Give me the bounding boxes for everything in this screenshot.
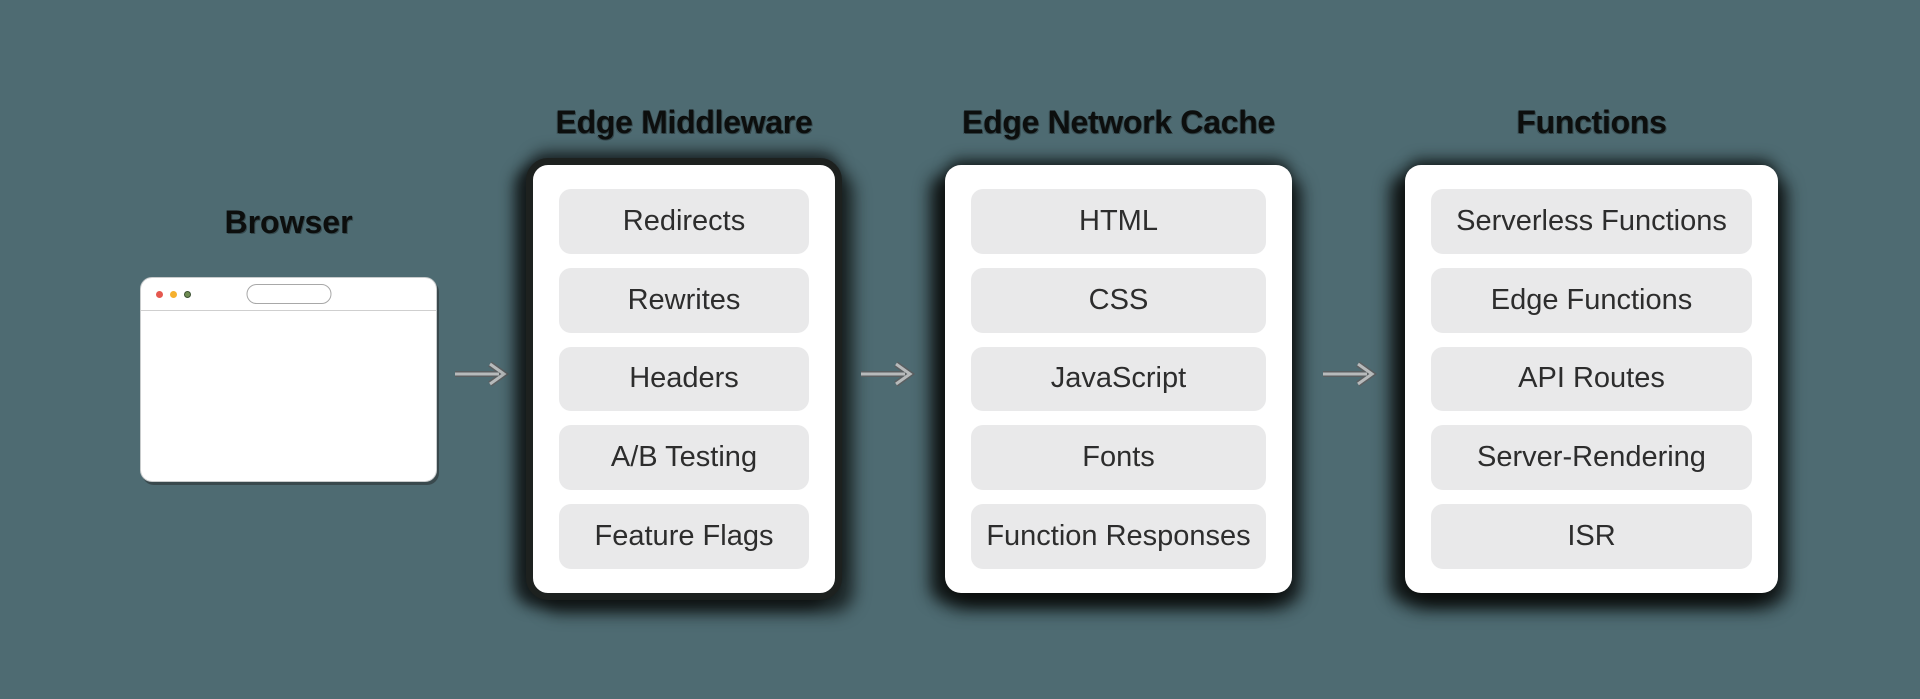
edge-network-cache-card: HTML CSS JavaScript Fonts Function Respo… bbox=[945, 165, 1292, 593]
list-item: Edge Functions bbox=[1431, 267, 1752, 333]
list-item: API Routes bbox=[1431, 346, 1752, 412]
list-item: JavaScript bbox=[971, 346, 1266, 412]
list-item: Serverless Functions bbox=[1431, 189, 1752, 254]
edge-middleware-card: Redirects Rewrites Headers A/B Testing F… bbox=[526, 158, 842, 600]
column-edge-network-cache: Edge Network Cache HTML CSS JavaScript F… bbox=[945, 104, 1292, 593]
traffic-light-close-icon bbox=[156, 290, 163, 298]
traffic-light-minimize-icon bbox=[170, 290, 177, 298]
list-item: Server-Rendering bbox=[1431, 425, 1752, 491]
column-title: Edge Middleware bbox=[555, 104, 813, 140]
column-title: Edge Network Cache bbox=[962, 104, 1275, 140]
browser-viewport bbox=[141, 311, 436, 481]
column-edge-middleware: Edge Middleware Redirects Rewrites Heade… bbox=[526, 104, 842, 600]
functions-card: Serverless Functions Edge Functions API … bbox=[1405, 165, 1778, 593]
list-item: Fonts bbox=[971, 425, 1266, 491]
list-item: A/B Testing bbox=[559, 425, 809, 491]
flow-arrow-icon bbox=[455, 361, 510, 387]
column-functions: Functions Serverless Functions Edge Func… bbox=[1405, 104, 1778, 593]
flow-arrow-icon bbox=[861, 361, 916, 387]
column-title: Functions bbox=[1516, 104, 1667, 140]
browser-titlebar bbox=[141, 278, 436, 311]
browser-window bbox=[140, 277, 437, 482]
list-item: Redirects bbox=[559, 189, 809, 254]
list-item: Feature Flags bbox=[559, 504, 809, 569]
list-item: Function Responses bbox=[971, 504, 1266, 569]
flow-arrow-icon bbox=[1323, 361, 1378, 387]
browser-label: Browser bbox=[224, 204, 353, 240]
list-item: HTML bbox=[971, 189, 1266, 254]
traffic-light-zoom-icon bbox=[184, 290, 191, 298]
list-item: CSS bbox=[971, 267, 1266, 333]
list-item: Headers bbox=[559, 346, 809, 412]
list-item: Rewrites bbox=[559, 267, 809, 333]
browser-url-bar bbox=[246, 284, 331, 304]
list-item: ISR bbox=[1431, 504, 1752, 569]
